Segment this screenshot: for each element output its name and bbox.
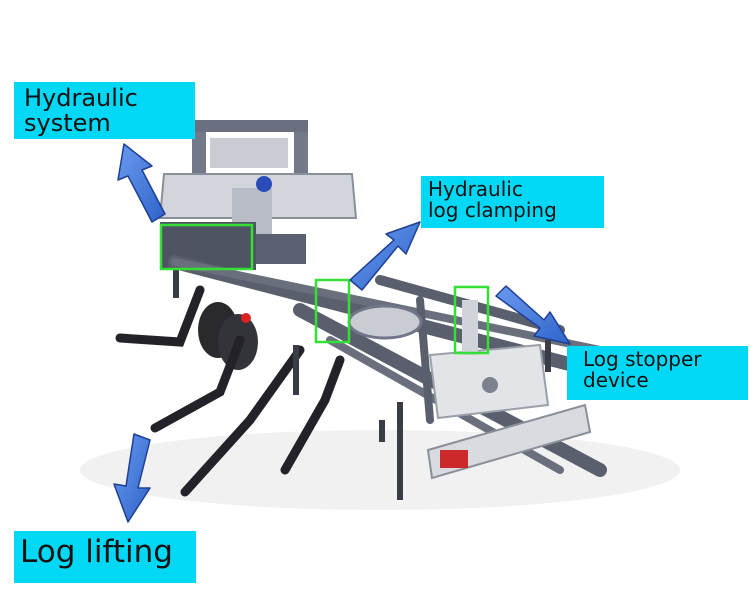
log-lifting-arms xyxy=(115,285,345,497)
support-jacks xyxy=(173,268,551,500)
clamp-disk xyxy=(347,304,423,340)
label-log-stopper-device: Log stopper device xyxy=(567,346,748,400)
label-hydraulic-system: Hydraulic system xyxy=(14,82,195,139)
highlight-log-clamping xyxy=(314,278,351,344)
saw-head xyxy=(158,120,358,270)
arrow-hydraulic-system xyxy=(117,143,166,223)
highlight-log-stopper xyxy=(453,285,490,355)
arrow-log-lifting xyxy=(113,433,151,523)
arrow-log-clamping xyxy=(349,221,421,291)
label-hydraulic-log-clamping: Hydraulic log clamping xyxy=(421,176,604,228)
rear-light xyxy=(426,403,592,480)
arrow-log-stopper xyxy=(495,285,571,345)
highlight-hydraulic-system xyxy=(159,223,254,271)
log-stopper-block xyxy=(428,300,550,420)
label-log-lifting: Log lifting xyxy=(14,531,196,583)
